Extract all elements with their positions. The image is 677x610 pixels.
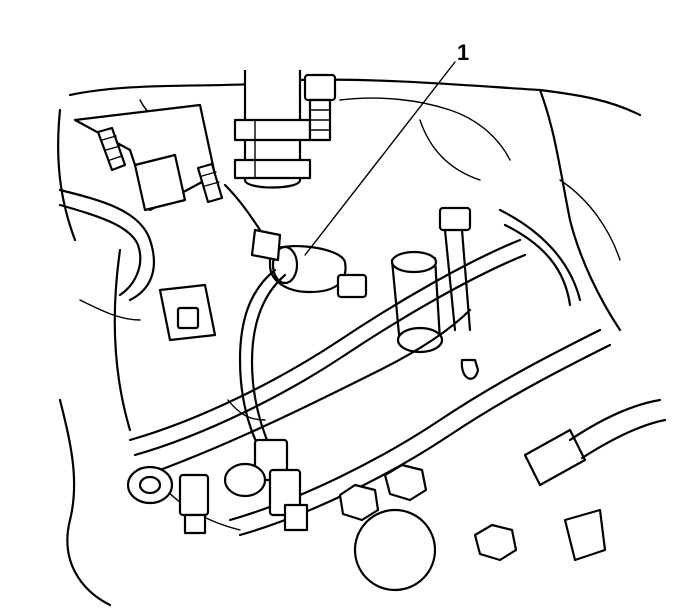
top-bolt — [303, 73, 337, 142]
center-bolt — [336, 273, 368, 299]
callout-1-leader — [304, 61, 456, 256]
lower-fitting-left — [126, 465, 174, 505]
callout-1-label: 1 — [457, 40, 469, 65]
callout-1: 1 — [304, 40, 469, 256]
lower-nut-2 — [383, 463, 428, 502]
upper-fuel-pipe — [233, 70, 312, 189]
lower-nut-1 — [338, 483, 380, 522]
bracket-bolt-right — [196, 162, 224, 204]
right-injector-body — [390, 250, 444, 354]
lower-connector-left — [178, 473, 210, 535]
right-hose-clamp — [523, 398, 667, 562]
sensor-probe — [438, 206, 480, 380]
bracket-bolt-left — [96, 126, 127, 172]
left-bracket — [73, 103, 217, 212]
lower-nut-3 — [473, 523, 518, 562]
mounting-plate — [158, 283, 217, 342]
lower-fitting-center — [223, 462, 267, 498]
lower-connector-right — [253, 438, 309, 532]
left-fuel-lines — [58, 183, 262, 302]
round-cap — [353, 508, 437, 592]
wiring-harness — [227, 268, 287, 454]
fuel-injector — [250, 228, 347, 294]
